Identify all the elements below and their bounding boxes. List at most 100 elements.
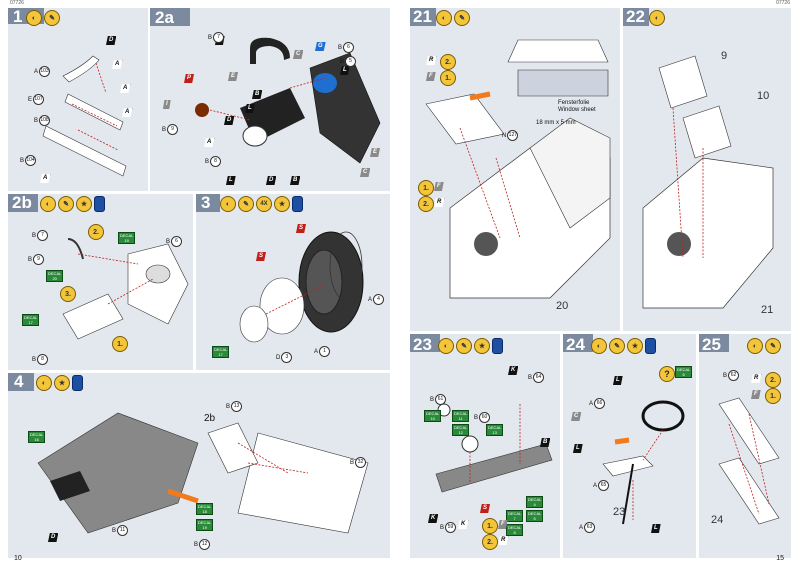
step-2a-number: 2a	[155, 8, 174, 27]
decal-icon: ★	[627, 338, 643, 354]
step-21-number: 21	[413, 7, 432, 26]
glue-icon: ◐	[438, 338, 454, 354]
page-number-right: 15	[776, 555, 784, 562]
decal-icon: ★	[274, 196, 290, 212]
part-tag-b: B	[252, 90, 263, 99]
brush-icon: ✎	[609, 338, 625, 354]
part-tag-s: S	[480, 504, 491, 513]
part-tag-r: R	[498, 536, 509, 545]
substep-2: 2.	[765, 372, 781, 388]
part-tag-f: F	[426, 72, 436, 81]
header-code-right: 07726	[776, 0, 790, 6]
substep-1: 1.	[440, 70, 456, 86]
part-tag-k3: K	[458, 520, 469, 529]
part-tag-e2: E	[370, 148, 381, 157]
step-1-icons: ◐ ✎	[26, 10, 60, 26]
step-22-icons: ◐	[649, 10, 665, 26]
substep-1: 1.	[112, 336, 128, 352]
part-tag-k: K	[508, 366, 519, 375]
brush-icon: ✎	[765, 338, 781, 354]
part-tag-l3: L	[651, 524, 661, 533]
part-tag-i: I	[163, 100, 171, 109]
part-number-20: 20	[556, 300, 569, 312]
glue-icon: ◐	[649, 10, 665, 26]
part-tag-f: F	[751, 390, 761, 399]
step-23-number: 23	[413, 335, 432, 354]
part-number-23: 23	[613, 506, 626, 518]
part-tag-l3: L	[245, 104, 255, 113]
step-4-icons: ◐ ★	[36, 375, 83, 391]
decal-icon: ★	[474, 338, 490, 354]
step-24-icons: ◐ ✎ ★	[591, 338, 656, 354]
step-1-number: 1	[13, 7, 23, 26]
part-tag-a4: A	[40, 174, 51, 183]
header-code-left: 07726	[10, 0, 24, 6]
step-2b-number: 2b	[12, 193, 32, 212]
substep-1b: 1.	[418, 180, 434, 196]
paint-icon	[292, 196, 303, 212]
part-tag-l2: L	[340, 66, 350, 75]
substep-2: 2.	[88, 224, 104, 240]
part-tag-b: B	[540, 438, 551, 447]
paint-icon	[72, 375, 83, 391]
part-tag-l4: L	[226, 176, 236, 185]
part-tag-a: A	[204, 138, 215, 147]
part-tag-p: P	[184, 74, 195, 83]
window-sheet-size: 18 mm x 5 mm	[536, 120, 576, 126]
step-24-number: 24	[566, 335, 585, 354]
part-tag-s: S	[296, 224, 307, 233]
substep-1: 1.	[482, 518, 498, 534]
step-2a-panel: 2a L E P I G C L B L D A L D B C E B6 B5…	[150, 8, 390, 191]
substep-2: 2.	[482, 534, 498, 550]
brush-icon: ✎	[456, 338, 472, 354]
glue-icon: ◐	[436, 10, 452, 26]
decal-icon: ★	[54, 375, 70, 391]
step-22-panel: 22 ◐ 9 10 21	[623, 8, 791, 331]
step-4-number: 4	[14, 372, 24, 391]
part-tag-c2: C	[360, 168, 371, 177]
repeat-icon: 4X	[256, 196, 272, 212]
paint-icon	[492, 338, 503, 354]
substep-3: 3.	[60, 286, 76, 302]
part-tag-l2: L	[573, 444, 583, 453]
part-number-9: 9	[721, 50, 728, 62]
brush-icon: ✎	[44, 10, 60, 26]
substep-2: 2.	[440, 54, 456, 70]
step-2b-icons: ◐ ✎ ★	[40, 196, 105, 212]
part-tag-g: G	[315, 42, 326, 51]
part-tag-a: A	[112, 60, 123, 69]
step-22-number: 22	[626, 7, 645, 26]
glue-icon: ◐	[591, 338, 607, 354]
paint-icon	[645, 338, 656, 354]
